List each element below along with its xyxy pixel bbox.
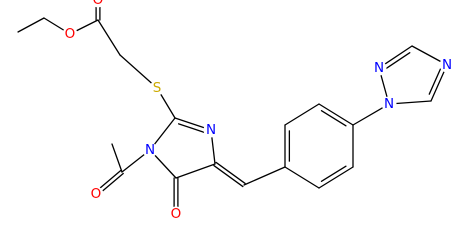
bond-C4-Ch (215, 161, 246, 185)
atom-label-O_ring_carbonyl: O (171, 206, 182, 222)
atom-label-O_ester_carbonyl: O (93, 0, 104, 8)
bond-B5-B6-inner (320, 165, 347, 182)
bond-Nt2-Ct3-inner (385, 52, 411, 70)
bond-C4-Ch-second (213, 164, 244, 188)
bond-C2-N3-inner (178, 123, 206, 134)
bond-C4-C5 (175, 163, 216, 179)
atom-bg-O_ester_ether (62, 26, 78, 42)
atom-label-O_acetyl: O (91, 186, 102, 202)
atom-bg-O_ester_carbonyl (90, 0, 106, 8)
atom-label-N_triazole_4: N (442, 57, 452, 73)
atom-label-N_imidazole_1: N (145, 142, 155, 158)
bond-Ch-B1 (243, 166, 286, 186)
bond-Nt4-Ct5-inner (428, 67, 442, 95)
bond-Cm-Ce (17, 17, 45, 33)
atom-label-N_imidazole_3: N (206, 122, 216, 138)
atom-bg-N_imidazole_3 (203, 122, 219, 138)
bond-Cs-S (119, 54, 158, 89)
atom-label-O_ester_ether: O (65, 26, 76, 42)
atom-label-N_triazole_1: N (384, 96, 394, 112)
bond-B3-B4-inner (320, 110, 347, 127)
atom-labels: O O S N N O O N N N (62, 0, 455, 222)
atom-label-S_thioether: S (153, 80, 162, 96)
atom-bg-N_triazole_1 (381, 96, 397, 112)
bond-B5-B6 (318, 166, 354, 189)
bond-Cac-Cme (111, 143, 123, 173)
atom-bg-S_thioether (149, 80, 165, 96)
bond-Cc-Cs (97, 19, 121, 56)
atom-bg-N_triazole_4 (439, 57, 455, 73)
atom-bg-O_ring_carbonyl (168, 206, 184, 222)
atom-label-N_triazole_2: N (374, 60, 384, 76)
atom-bg-N_imidazole_1 (142, 142, 158, 158)
bonds (17, 0, 448, 215)
atom-bg-O_acetyl (88, 186, 104, 202)
bond-B6-B1 (284, 166, 320, 189)
bond-B2-B3 (284, 103, 320, 126)
bond-B3-B4 (318, 103, 354, 126)
atom-bg-N_triazole_2 (371, 60, 387, 76)
